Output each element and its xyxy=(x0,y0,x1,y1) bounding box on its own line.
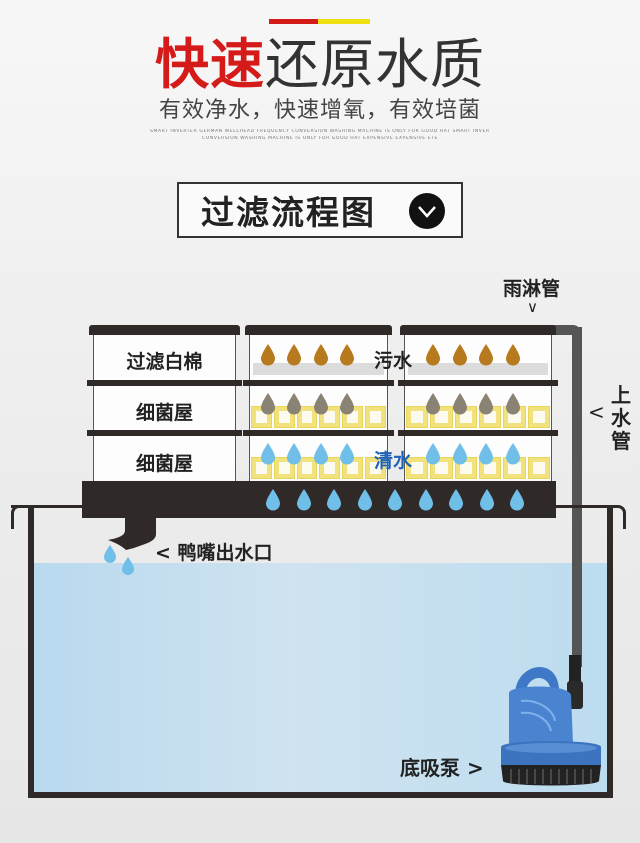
tank-rim-left xyxy=(11,505,23,529)
water-drop-icon xyxy=(425,443,441,465)
water-drop-icon xyxy=(286,344,302,366)
water-drop-icon xyxy=(479,489,495,511)
dirty-water-drops xyxy=(255,344,360,366)
clean-water-drops xyxy=(255,443,360,465)
water-drop-icon xyxy=(296,489,312,511)
tray-1: 过滤白棉 细菌屋 细菌屋 xyxy=(87,325,242,483)
fine-print-line-2: CONVERSION WASHING MACHINE IS ONLY FOR G… xyxy=(202,136,438,141)
murky-water-drops xyxy=(255,393,360,415)
section-title: 过滤流程图 xyxy=(201,193,376,232)
water-drop-icon xyxy=(357,489,373,511)
water-drop-icon xyxy=(418,489,434,511)
sponge-row xyxy=(406,406,550,428)
water-drop-icon xyxy=(313,344,329,366)
fine-print-line-1: SMART INVERTER GERMAN WELLHEAD FREQUENCY… xyxy=(150,129,490,134)
tank-bottom xyxy=(28,792,613,798)
water-drop-icon xyxy=(313,393,329,415)
pump-label: 底吸泵 > xyxy=(400,756,484,780)
duck-spout xyxy=(108,518,156,550)
water-drop-icon xyxy=(505,443,521,465)
rain-pipe-arrow-icon: ∨ xyxy=(527,298,538,316)
chevron-down-circle-icon xyxy=(409,193,445,229)
water-drop-icon xyxy=(478,344,494,366)
accent-bar-red xyxy=(269,19,318,24)
clean-water-drops xyxy=(420,443,526,465)
water-drop-icon xyxy=(286,393,302,415)
outflow-drops xyxy=(265,489,525,513)
tank-wall-right xyxy=(607,505,613,798)
water-drop-icon xyxy=(425,344,441,366)
dirty-water-label: 污水 xyxy=(374,350,413,372)
headline-rest: 还原水质 xyxy=(265,33,485,96)
water-drop-icon xyxy=(452,344,468,366)
water-drop-icon xyxy=(286,443,302,465)
filter-base-plate xyxy=(82,481,556,518)
water-drop-icon xyxy=(339,443,355,465)
up-pipe xyxy=(572,327,582,667)
water-drop-icon xyxy=(425,393,441,415)
layer-label-cotton: 过滤白棉 xyxy=(126,351,203,373)
water-drop-icon xyxy=(326,489,342,511)
water-drop-icon xyxy=(505,393,521,415)
water-drop-icon xyxy=(260,344,276,366)
water-drop-icon xyxy=(260,443,276,465)
water-drop-icon xyxy=(265,489,281,511)
subheadline: 有效净水，快速增氧，有效培菌 xyxy=(158,98,481,123)
up-pipe-arrow-icon: < xyxy=(588,400,605,424)
section-title-box: 过滤流程图 xyxy=(177,182,463,238)
tray-3 xyxy=(398,325,558,483)
water-drop-icon xyxy=(478,443,494,465)
tray-2 xyxy=(243,325,394,483)
sponge-row xyxy=(406,457,550,479)
layer-label-bacteria-1: 细菌屋 xyxy=(135,402,193,424)
water-drop-icon xyxy=(313,443,329,465)
dirty-water-drops xyxy=(420,344,526,366)
water-drop-icon xyxy=(339,393,355,415)
layer-label-bacteria-2: 细菌屋 xyxy=(135,453,193,475)
rain-pipe-label: 雨淋管 xyxy=(503,278,561,300)
spout-drops xyxy=(104,545,134,575)
duck-spout-label: < 鸭嘴出水口 xyxy=(155,542,273,564)
rain-pipe xyxy=(545,325,581,335)
water-drop-icon xyxy=(452,393,468,415)
tank-rim-right xyxy=(556,505,626,529)
sponge-row xyxy=(251,457,386,479)
water-drop-icon xyxy=(387,489,403,511)
clean-water-label: 清水 xyxy=(374,450,413,472)
water-drop-icon xyxy=(260,393,276,415)
headline: 快速还原水质 xyxy=(0,36,640,94)
submersible-pump-icon xyxy=(501,655,601,786)
headline-highlight: 快速 xyxy=(155,33,265,96)
accent-bar-yellow xyxy=(318,19,370,24)
water-drop-icon xyxy=(448,489,464,511)
up-pipe-label: 上 水 管 xyxy=(611,383,631,453)
water-drop-icon xyxy=(339,344,355,366)
water-drop-icon xyxy=(452,443,468,465)
water-drop-icon xyxy=(509,489,525,511)
tank-wall-left xyxy=(28,505,34,798)
water-drop-icon xyxy=(478,393,494,415)
tank-rim-left-top xyxy=(11,505,86,508)
water-drop-icon xyxy=(505,344,521,366)
murky-water-drops xyxy=(420,393,526,415)
